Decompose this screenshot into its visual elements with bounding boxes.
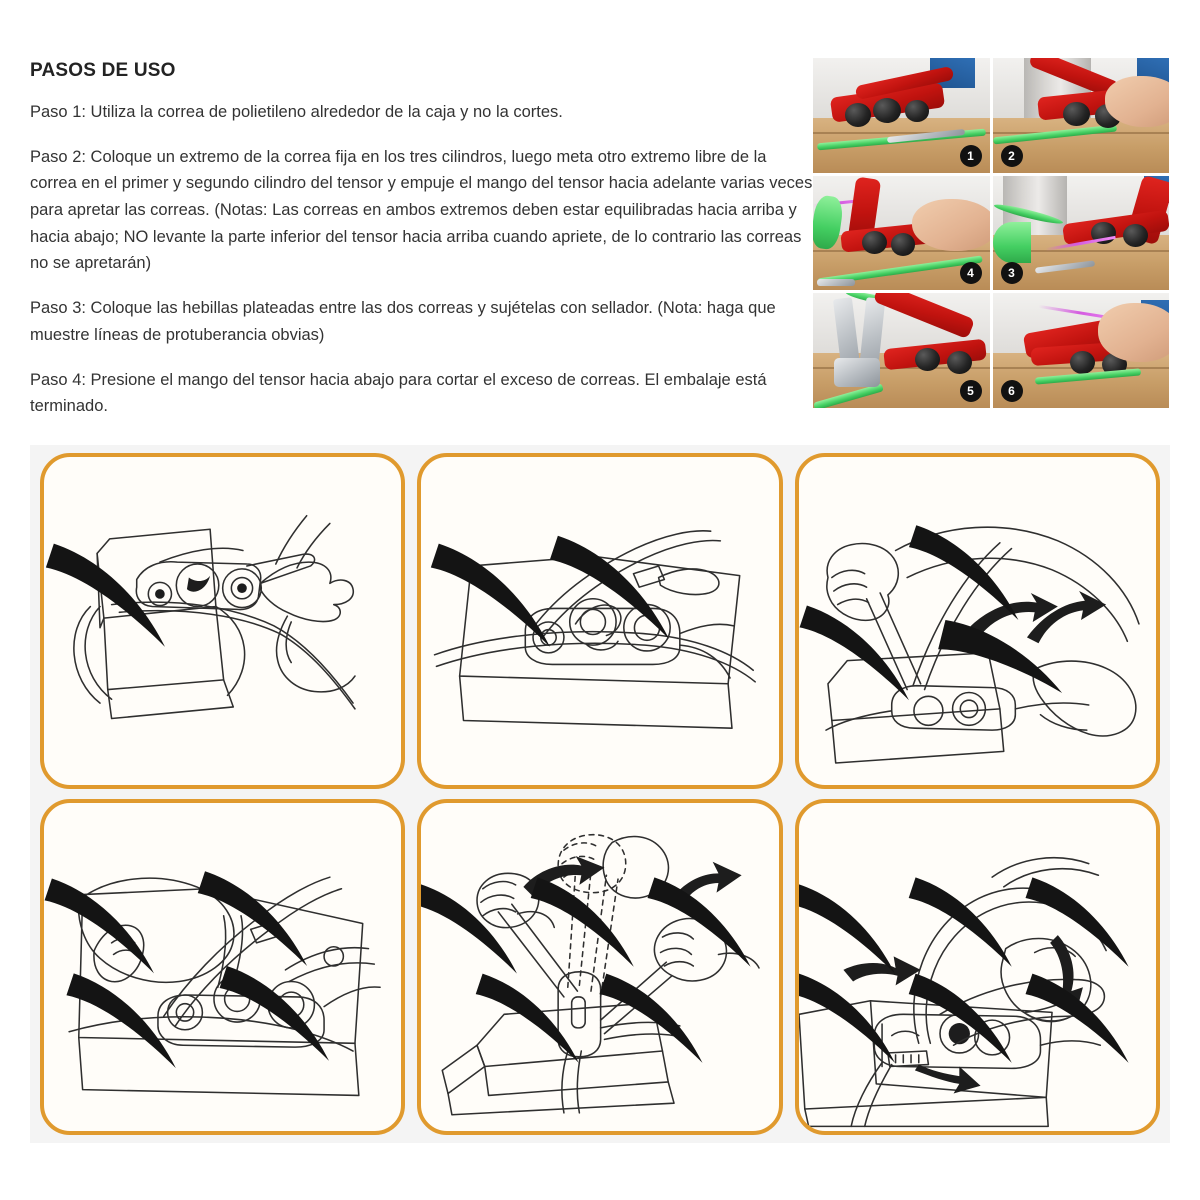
photo-badge: 4 <box>959 262 982 285</box>
photo-grid: 1 2 <box>813 58 1169 408</box>
step-paragraph-1: Paso 1: Utiliza la correa de polietileno… <box>30 102 563 121</box>
photo-cell-6: 6 <box>992 293 1169 408</box>
speed-tick-icon-group <box>798 877 1129 1063</box>
instructions-block: PASOS DE USO Paso 1: Utiliza la correa d… <box>30 60 815 420</box>
illustration-panel-4 <box>40 799 406 1135</box>
illustration-panel-6 <box>794 799 1160 1135</box>
speed-tick-icon-group <box>431 535 670 647</box>
photo-badge: 2 <box>1000 144 1023 167</box>
photo-image-5 <box>813 293 990 408</box>
speed-tick-icon-group <box>45 543 165 647</box>
illustration-panel-2 <box>417 453 783 789</box>
photo-badge: 6 <box>1000 379 1023 402</box>
speed-tick-icon-group <box>44 871 329 1069</box>
step-paragraph-4: Paso 4: Presione el mango del tensor hac… <box>30 370 767 416</box>
photo-cell-5: 5 <box>813 293 990 408</box>
photo-badge: 5 <box>959 379 982 402</box>
page-title: PASOS DE USO <box>30 60 176 81</box>
photo-image-3 <box>813 175 990 291</box>
photo-badge: 1 <box>959 144 982 167</box>
illustration-drawing-1 <box>73 514 356 720</box>
photo-cell-4: 3 <box>992 175 1169 291</box>
speed-tick-icon-group <box>421 877 751 1063</box>
illustration-drawing-2 <box>434 530 757 729</box>
photo-badge: 3 <box>1000 262 1023 285</box>
speed-tick-icon-group <box>799 525 1062 701</box>
illustration-panel-1 <box>40 453 406 789</box>
illustration-panel-3 <box>794 453 1160 789</box>
photo-image-2 <box>992 58 1169 173</box>
photo-image-1 <box>813 58 990 173</box>
photo-cell-2: 2 <box>992 58 1169 173</box>
photo-cell-3: 4 <box>813 175 990 291</box>
photo-image-6 <box>992 293 1169 408</box>
top-section: PASOS DE USO Paso 1: Utiliza la correa d… <box>0 0 1200 430</box>
illustration-drawing-3 <box>824 526 1140 764</box>
step-paragraph-3: Paso 3: Coloque las hebillas plateadas e… <box>30 299 776 344</box>
illustration-grid <box>30 445 1170 1143</box>
step-paragraph-2: Paso 2: Coloque un extremo de la correa … <box>30 147 813 273</box>
illustration-panel-5 <box>417 799 783 1135</box>
illustration-drawing-6 <box>798 856 1109 1128</box>
photo-cell-1: 1 <box>813 58 990 173</box>
